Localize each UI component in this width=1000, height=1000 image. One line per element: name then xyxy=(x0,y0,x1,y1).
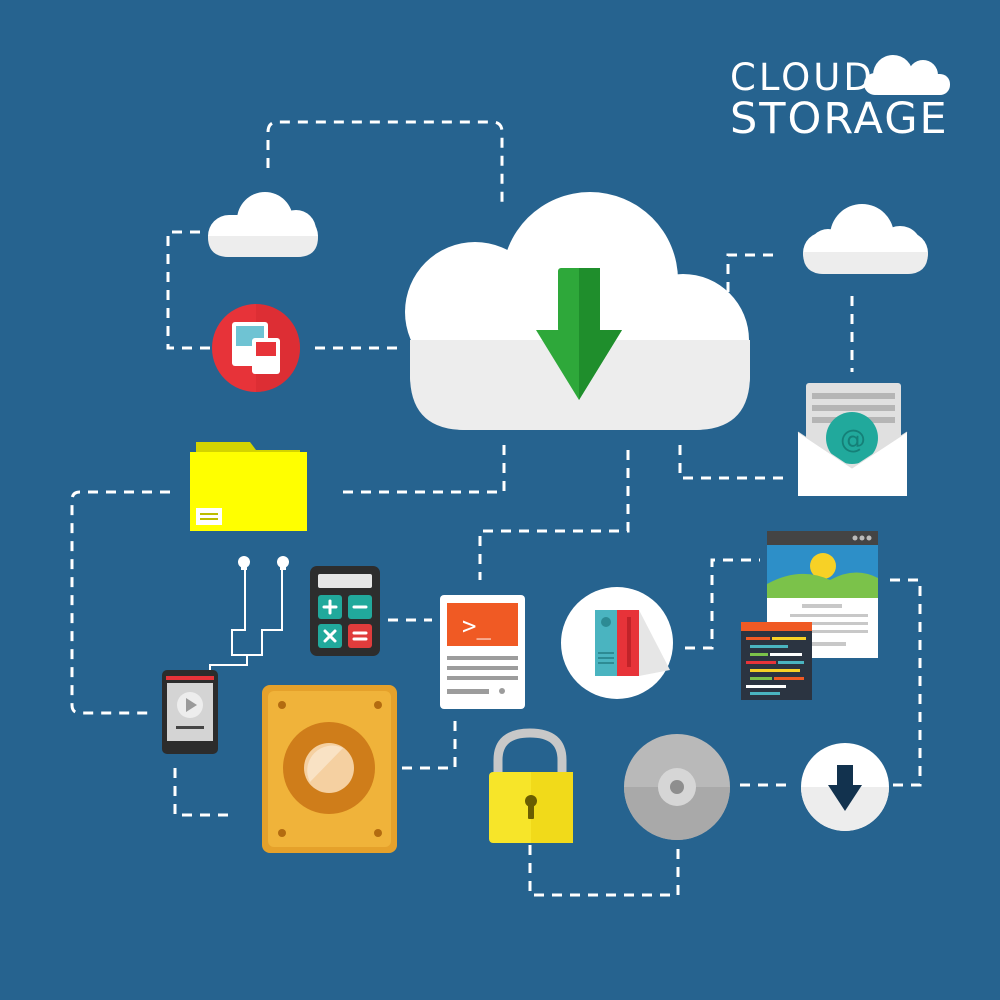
speaker-icon xyxy=(262,685,397,853)
calculator-icon xyxy=(310,566,380,656)
folder-icon xyxy=(190,442,307,531)
email-envelope-icon: @ xyxy=(797,383,908,496)
connector-lines xyxy=(70,120,922,897)
title-cloud-icon xyxy=(864,55,950,95)
terminal-document-icon: >_ xyxy=(440,595,525,709)
title-block: CLOUD STORAGE xyxy=(730,55,950,144)
download-circle-icon xyxy=(801,743,889,831)
compact-disc-icon xyxy=(624,734,730,840)
code-editor-icon xyxy=(741,622,812,700)
mail-at-symbol: @ xyxy=(840,425,866,455)
padlock-icon xyxy=(489,728,573,843)
books-icon xyxy=(561,587,673,699)
small-cloud-icon xyxy=(803,204,928,274)
title-line-1: CLOUD xyxy=(730,56,875,99)
small-cloud-icon xyxy=(208,192,318,257)
image-gallery-icon xyxy=(212,304,300,392)
music-player-icon xyxy=(162,670,218,754)
cloud-download-icon xyxy=(405,192,750,430)
terminal-prompt: >_ xyxy=(462,612,491,640)
title-line-2: STORAGE xyxy=(730,94,949,144)
